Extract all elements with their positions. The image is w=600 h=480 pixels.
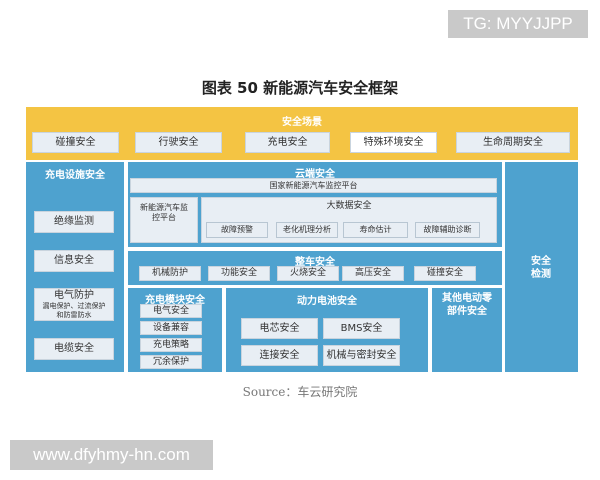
charging-module-panel: 充电模块安全 电气安全 设备兼容 充电策略 冗余保护 [128, 288, 222, 372]
module-item: 冗余保护 [140, 355, 202, 369]
watermark-bottom: www.dfyhmy-hn.com [10, 440, 213, 470]
electrical-protection-label: 电气防护 [54, 290, 94, 302]
big-data-item: 寿命估计 [343, 222, 408, 238]
scenario-band: 安全场景 碰撞安全 行驶安全 充电安全 特殊环境安全 生命周期安全 [26, 107, 578, 160]
battery-item: 电芯安全 [241, 318, 318, 339]
scenario-item: 充电安全 [245, 132, 330, 153]
vehicle-item: 高压安全 [342, 266, 404, 281]
scenario-item: 特殊环境安全 [350, 132, 437, 153]
big-data-item: 故障辅助诊断 [415, 222, 480, 238]
module-item: 电气安全 [140, 304, 202, 318]
other-parts-header: 其他电动零部件安全 [442, 293, 492, 317]
facility-item: 信息安全 [34, 250, 114, 272]
battery-panel: 动力电池安全 电芯安全 BMS安全 连接安全 机械与密封安全 [226, 288, 428, 372]
electrical-protection-detail: 漏电保护、过流保护和防雷防水 [42, 302, 106, 319]
scenario-header: 安全场景 [282, 117, 322, 128]
big-data-panel: 大数据安全 故障预警 老化机理分析 寿命估计 故障辅助诊断 [201, 197, 497, 243]
watermark-top: TG: MYYJJPP [448, 10, 588, 38]
module-item: 设备兼容 [140, 321, 202, 335]
charging-facility-panel: 充电设施安全 绝缘监测 信息安全 电气防护 漏电保护、过流保护和防雷防水 电缆安… [26, 162, 124, 372]
facility-item: 绝缘监测 [34, 211, 114, 233]
cloud-header: 云端安全 [295, 169, 335, 180]
big-data-item: 老化机理分析 [276, 222, 338, 238]
charging-facility-header: 充电设施安全 [45, 170, 105, 181]
vehicle-item: 火烧安全 [277, 266, 339, 281]
battery-header: 动力电池安全 [297, 296, 357, 307]
charging-module-header: 充电模块安全 [145, 295, 205, 306]
big-data-header: 大数据安全 [326, 201, 372, 211]
national-platform: 国家新能源汽车监控平台 [130, 178, 497, 193]
scenario-item: 碰撞安全 [32, 132, 119, 153]
module-item: 充电策略 [140, 338, 202, 352]
battery-item: 机械与密封安全 [323, 345, 400, 366]
facility-item: 电气防护 漏电保护、过流保护和防雷防水 [34, 288, 114, 321]
cloud-panel: 云端安全 国家新能源汽车监控平台 新能源汽车监控平台 大数据安全 故障预警 老化… [128, 162, 502, 247]
big-data-item: 故障预警 [206, 222, 268, 238]
nev-platform: 新能源汽车监控平台 [130, 197, 198, 243]
scenario-item: 生命周期安全 [456, 132, 570, 153]
other-parts-panel: 其他电动零部件安全 [432, 288, 502, 372]
vehicle-item: 功能安全 [208, 266, 270, 281]
figure-title: 图表 50 新能源汽车安全框架 [201, 79, 399, 97]
source-note: Source：车云研究院 [242, 385, 358, 399]
vehicle-header: 整车安全 [295, 257, 335, 268]
vehicle-panel: 整车安全 机械防护 功能安全 火烧安全 高压安全 碰撞安全 [128, 251, 502, 285]
scenario-item: 行驶安全 [135, 132, 222, 153]
facility-item: 电缆安全 [34, 338, 114, 360]
detection-header: 安全检测 [531, 256, 551, 280]
detection-panel: 安全检测 [505, 162, 578, 372]
battery-item: 连接安全 [241, 345, 318, 366]
battery-item: BMS安全 [323, 318, 400, 339]
vehicle-item: 机械防护 [139, 266, 201, 281]
vehicle-item: 碰撞安全 [414, 266, 476, 281]
